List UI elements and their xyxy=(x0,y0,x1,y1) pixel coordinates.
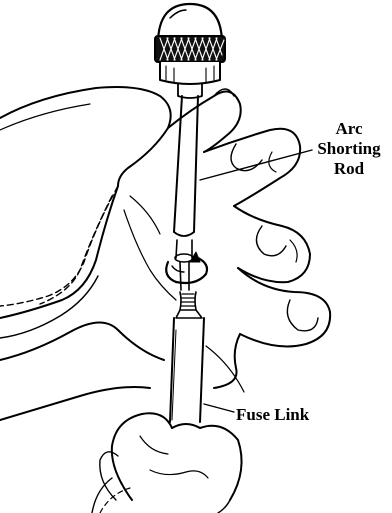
arc-shorting-rod-label-line-1: Arc xyxy=(306,119,392,139)
fuse-link xyxy=(170,292,204,422)
arc-shorting-rod-label-line-3: Rod xyxy=(306,159,392,179)
right-hand-icon xyxy=(0,87,330,420)
knurled-cap-icon xyxy=(155,4,225,98)
arc-shorting-rod-label: Arc Shorting Rod xyxy=(306,119,392,179)
arc-shorting-rod-label-line-2: Shorting xyxy=(306,139,392,159)
fuse-link-label: Fuse Link xyxy=(236,405,309,425)
rotation-arrow-icon xyxy=(166,252,207,283)
fuse-link-leader xyxy=(204,404,234,412)
left-hand-icon xyxy=(92,413,242,513)
